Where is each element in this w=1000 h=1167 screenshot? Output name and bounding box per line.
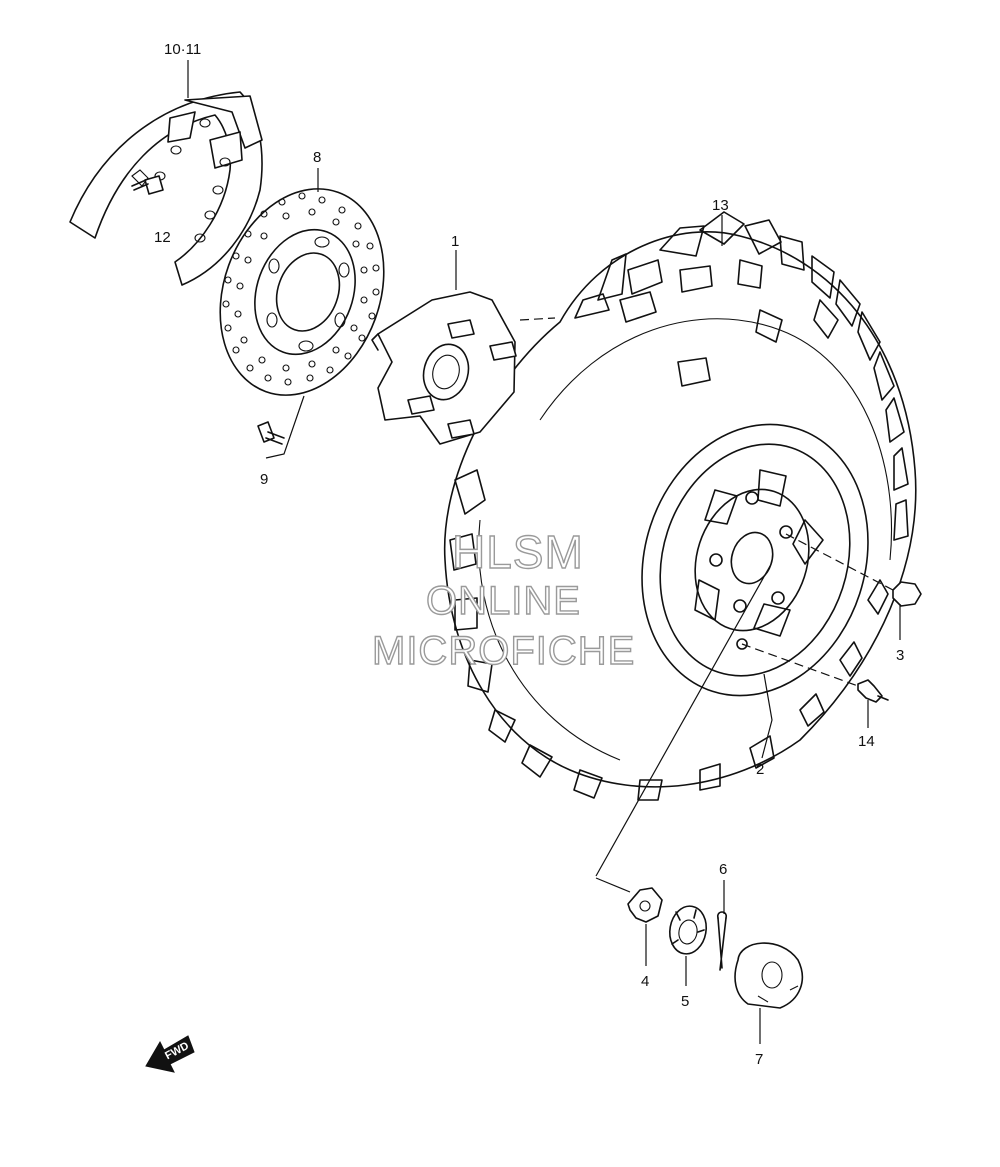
washer <box>627 887 663 923</box>
callout-14: 14 <box>858 733 875 750</box>
callout-labels: 10·11 8 1 12 13 9 3 14 2 6 4 5 7 <box>154 41 904 1068</box>
brake-disc <box>219 188 385 396</box>
disc-guard <box>69 91 263 286</box>
fwd-arrow-icon: FWD <box>145 1035 195 1073</box>
callout-8: 8 <box>313 149 321 166</box>
watermark-line1: HLSM <box>452 526 584 578</box>
callout-9: 9 <box>260 471 268 488</box>
callout-2: 2 <box>756 761 764 778</box>
callout-13: 13 <box>712 197 729 214</box>
cotter-pin <box>717 911 727 971</box>
wheel-hub <box>371 291 517 445</box>
callout-10-11: 10·11 <box>164 41 201 58</box>
wheel-rim <box>641 423 869 697</box>
watermark-line3: MICROFICHE <box>372 629 635 673</box>
tire-valve <box>857 679 889 703</box>
castle-nut <box>668 905 708 955</box>
callout-7: 7 <box>755 1051 763 1068</box>
callout-5: 5 <box>681 993 689 1010</box>
leader-lines <box>187 60 901 1044</box>
hub-cap <box>734 942 804 1009</box>
watermark-line2: ONLINE <box>426 579 581 623</box>
guard-bolt <box>131 175 164 195</box>
callout-4: 4 <box>641 973 649 990</box>
callout-6: 6 <box>719 861 727 878</box>
callout-12: 12 <box>154 229 171 246</box>
wheel-nut <box>892 581 922 607</box>
disc-bolt <box>257 421 285 445</box>
watermark: HLSM ONLINE MICROFICHE <box>371 525 635 673</box>
callout-1: 1 <box>451 233 459 250</box>
callout-3: 3 <box>896 647 904 664</box>
